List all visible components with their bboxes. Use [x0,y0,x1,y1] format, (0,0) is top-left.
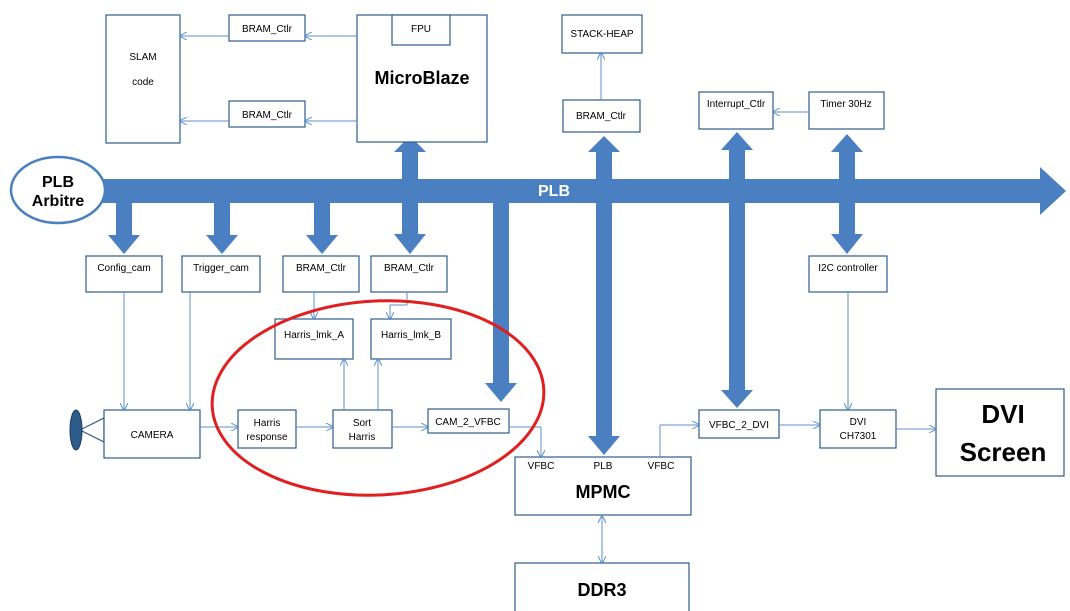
harris-response-line2: response [246,432,288,443]
bram-ctlr-b-block: BRAM_Ctlr [370,255,448,293]
bram-ctlr-a-block: BRAM_Ctlr [282,255,360,293]
i2c-controller-label: I2C controller [818,263,878,274]
dvi-ch7301-block: DVI CH7301 [819,409,897,449]
bram-ctlr-stack-block: BRAM_Ctlr [562,99,641,133]
bram-ctlr-top-block: BRAM_Ctlr [228,14,306,42]
bus-branch-arrows [108,132,863,455]
mpmc-block: VFBC PLB VFBC MPMC [514,456,692,516]
fpu-label: FPU [411,24,431,35]
dvi-screen-line1: DVI [981,399,1024,429]
mpmc-port-vfbc-left: VFBC [528,461,555,472]
sort-harris-block: Sort Harris [332,409,393,449]
interrupt-ctlr-label: Interrupt_Ctlr [707,99,766,110]
dvi-screen-line2: Screen [960,437,1047,467]
plb-arbitre-line2: Arbitre [32,193,85,210]
interrupt-ctlr-block: Interrupt_Ctlr [698,91,774,130]
dvi-screen-block: DVI Screen [935,388,1065,477]
slam-code-label: code [132,77,154,88]
trigger-cam-block: Trigger_cam [181,255,261,293]
mpmc-port-vfbc-right: VFBC [648,461,675,472]
harris-lmk-b-label: Harris_lmk_B [381,330,441,341]
timer-block: Timer 30Hz [808,91,885,130]
bram-ctlr-top-label: BRAM_Ctlr [242,24,293,35]
cam-2-vfbc-block: CAM_2_VFBC [427,408,510,434]
harris-lmk-b-block: Harris_lmk_B [370,318,452,360]
harris-lmk-a-label: Harris_lmk_A [284,330,344,341]
camera-label: CAMERA [131,430,174,441]
cam-2-vfbc-label: CAM_2_VFBC [435,417,501,428]
bram-ctlr-stack-label: BRAM_Ctlr [576,111,627,122]
bram-ctlr-b-label: BRAM_Ctlr [384,263,435,274]
bram-ctlr-mid-block: BRAM_Ctlr [228,100,306,128]
sort-harris-line2: Harris [349,432,376,443]
dvi-line2: CH7301 [840,431,877,442]
trigger-cam-label: Trigger_cam [193,263,249,274]
plb-bus-label: PLB [538,183,570,200]
mpmc-port-plb: PLB [594,461,613,472]
config-cam-block: Config_cam [85,255,163,293]
bram-ctlr-a-label: BRAM_Ctlr [296,263,347,274]
i2c-controller-block: I2C controller [808,255,888,293]
timer-label: Timer 30Hz [820,99,871,110]
harris-response-line1: Harris [254,418,281,429]
slam-code-block: SLAM code [105,14,181,144]
ddr3-block: DDR3 [514,562,690,611]
microblaze-label: MicroBlaze [374,68,469,88]
stack-heap-label: STACK-HEAP [570,29,633,40]
microblaze-block: FPU MicroBlaze [356,14,488,143]
dvi-line1: DVI [850,417,867,428]
plb-arbitre-line1: PLB [42,174,74,191]
harris-lmk-a-block: Harris_lmk_A [274,318,354,360]
vfbc-2-dvi-block: VFBC_2_DVI [698,409,780,439]
harris-response-block: Harris response [237,409,297,449]
plb-bus: PLB [100,167,1066,215]
config-cam-label: Config_cam [97,263,150,274]
camera-lens-icon [69,409,105,451]
slam-label: SLAM [129,52,156,63]
highlight-ellipse [210,299,546,497]
plb-arbitre: PLB Arbitre [9,155,107,225]
sort-harris-line1: Sort [353,418,372,429]
mpmc-label: MPMC [576,482,631,502]
connectors [124,36,936,563]
camera-block: CAMERA [103,409,201,459]
bram-ctlr-mid-label: BRAM_Ctlr [242,110,293,121]
vfbc-2-dvi-label: VFBC_2_DVI [709,420,769,431]
ddr3-label: DDR3 [577,580,626,600]
stack-heap-block: STACK-HEAP [561,14,643,54]
